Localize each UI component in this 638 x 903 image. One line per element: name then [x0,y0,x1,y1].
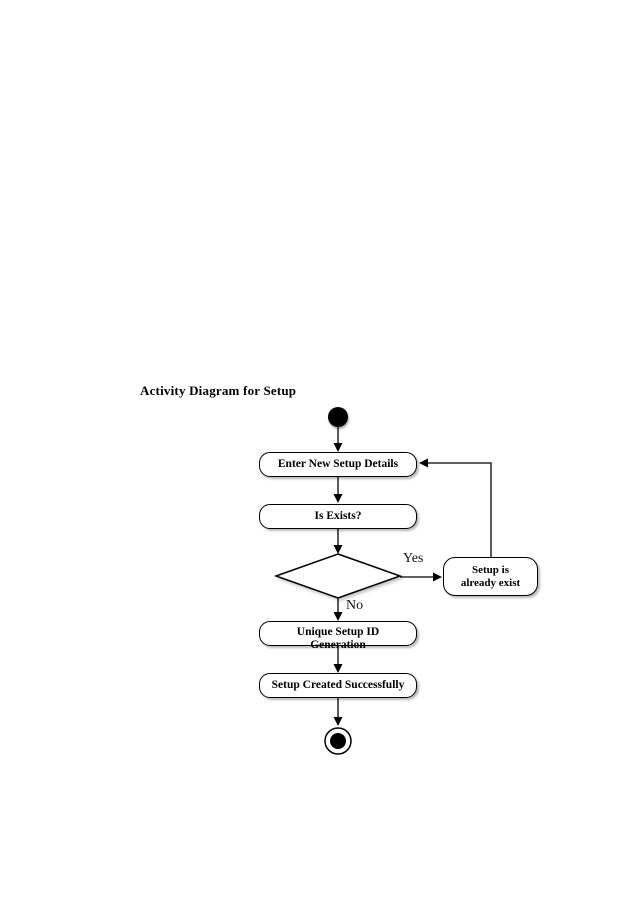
arrowhead-left-icon [419,458,428,468]
final-node-inner-dot [330,733,346,749]
action-node-is-exists: Is Exists? [259,504,417,529]
action-node-label: Is Exists? [314,510,362,522]
action-node-label: Setup Created Successfully [271,679,405,691]
arrowhead-down-icon [333,545,343,554]
arrowhead-down-icon [333,494,343,503]
arrowhead-down-icon [333,443,343,452]
action-node-label-line2: already exist [460,576,521,589]
action-node-label: Enter New Setup Details [277,458,399,470]
arrowhead-down-icon [333,664,343,673]
action-node-label-line1: Unique Setup ID [296,626,380,638]
page-title: Activity Diagram for Setup [140,383,297,398]
edge-label-yes: Yes [403,551,424,566]
decision-node [273,553,403,599]
arrowhead-down-icon [333,612,343,621]
edge-already-exist-to-enter [427,462,492,557]
action-node-unique-setup-id-generation: Unique Setup ID Generation [259,621,417,651]
action-node-setup-already-exist: Setup is already exist [443,557,538,596]
action-node-label-line2: Generation [310,639,366,651]
arrowhead-down-icon [333,717,343,726]
action-node-enter-new-setup-details: Enter New Setup Details [259,452,417,477]
action-node-label-line1: Setup is [472,564,509,576]
edge-label-no: No [346,598,364,613]
action-node-setup-created-successfully: Setup Created Successfully [259,673,417,698]
arrowhead-right-icon [433,572,442,582]
initial-node [328,407,348,427]
